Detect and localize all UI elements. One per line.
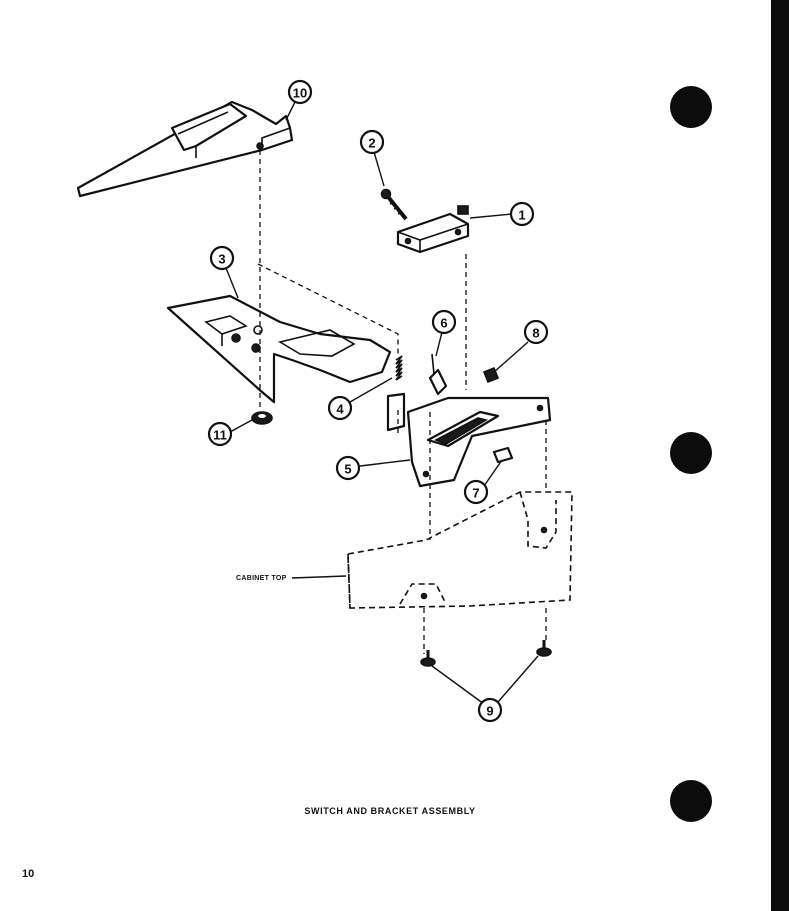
callout-6: 6 [431, 309, 457, 335]
svg-text:7: 7 [472, 486, 479, 501]
svg-text:3: 3 [218, 252, 225, 267]
diagram-caption: SWITCH AND BRACKET ASSEMBLY [304, 806, 476, 816]
leader-lines [225, 99, 539, 705]
part-5-mounting-bracket [386, 392, 552, 488]
part-6-clip [428, 353, 448, 396]
svg-text:10: 10 [293, 86, 307, 101]
binding-edge [771, 0, 789, 911]
page-number: 10 [22, 868, 35, 880]
part-10-wedge-handle [76, 100, 294, 198]
svg-text:4: 4 [336, 402, 344, 417]
svg-text:9: 9 [486, 704, 493, 719]
part-9-screws [420, 640, 552, 667]
cabinet-top-label: CABINET TOP [236, 575, 287, 582]
callout-1: 1 [509, 201, 535, 227]
assembly-dashed-lines [257, 150, 547, 654]
part-2-screw [380, 188, 408, 221]
svg-text:1: 1 [518, 208, 525, 223]
part-11-washer [251, 411, 273, 425]
binder-hole-top [670, 86, 712, 128]
svg-text:5: 5 [344, 462, 351, 477]
cabinet-top-outline [347, 491, 573, 609]
svg-text:8: 8 [532, 326, 539, 341]
part-1-switch [396, 205, 470, 254]
callout-4: 4 [327, 395, 353, 421]
svg-text:6: 6 [440, 316, 447, 331]
binder-hole-middle [670, 432, 712, 474]
binder-hole-bottom [670, 780, 712, 822]
part-7-tab [492, 446, 514, 464]
svg-text:2: 2 [368, 136, 375, 151]
callout-9: 9 [477, 697, 503, 723]
part-3-lever-bracket [166, 294, 392, 404]
callout-3: 3 [209, 245, 235, 271]
callout-8: 8 [523, 319, 549, 345]
callout-5: 5 [335, 455, 361, 481]
callout-11: 11 [207, 421, 233, 447]
svg-text:11: 11 [213, 428, 227, 443]
part-4-spring [395, 355, 403, 381]
callout-10: 10 [287, 79, 313, 105]
callout-2: 2 [359, 129, 385, 155]
callout-7: 7 [463, 479, 489, 505]
